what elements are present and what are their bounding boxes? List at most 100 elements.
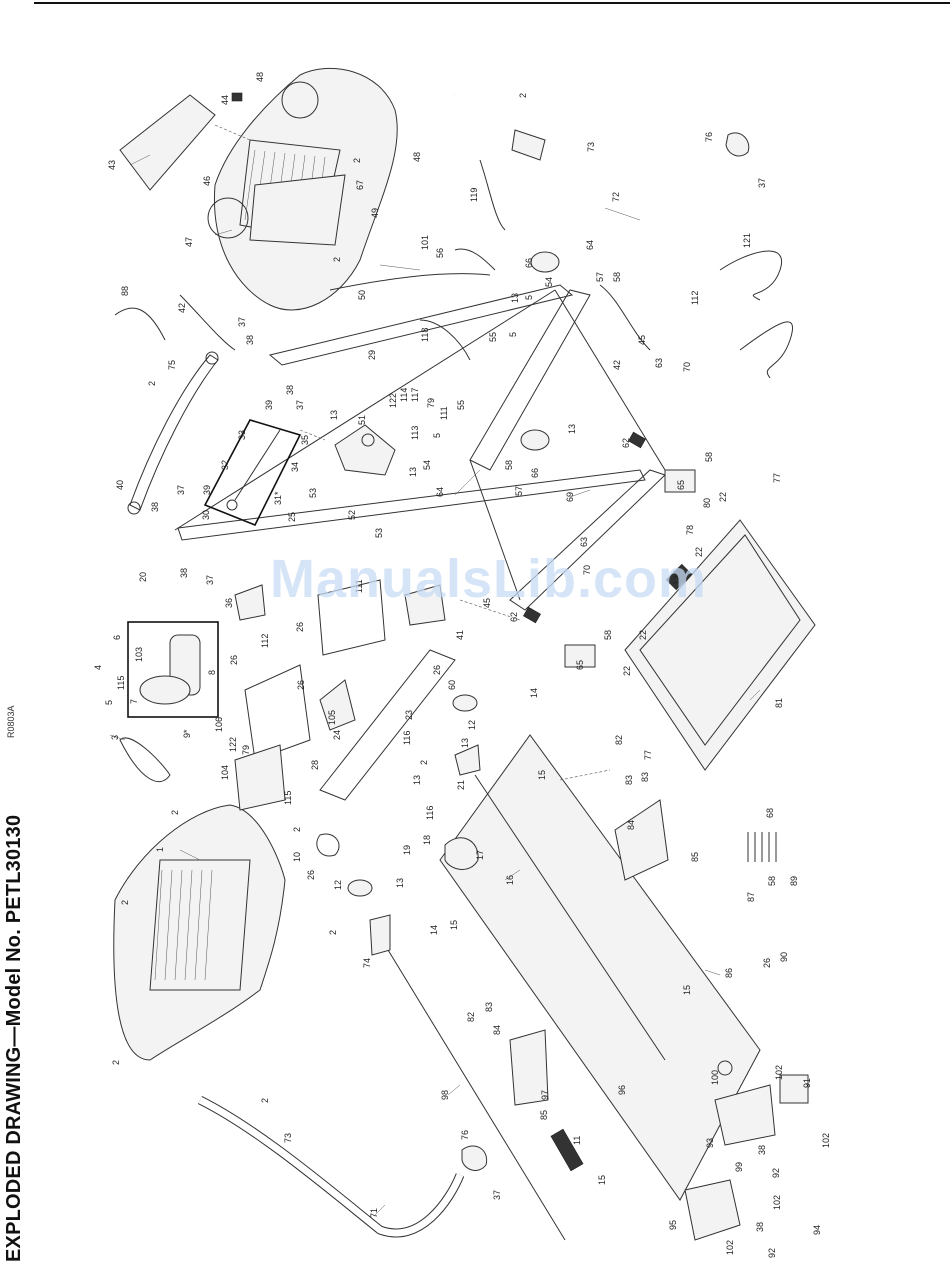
tray-85-upper: [614, 799, 669, 881]
callout-17: 17: [475, 850, 485, 860]
callout-113: 113: [410, 426, 420, 440]
callout-40: 40: [115, 480, 125, 490]
callout-13d: 13: [408, 467, 418, 477]
callout-22b: 22: [694, 547, 704, 557]
callout-26c: 26: [432, 665, 442, 675]
callout-122: 122: [388, 393, 398, 408]
callout-14: 14: [529, 688, 539, 698]
callout-2: 2: [352, 158, 362, 163]
callout-43: 43: [107, 160, 117, 170]
callout-62b: 62: [509, 612, 519, 622]
wheel-66-upper: [530, 251, 560, 273]
callout-65: 65: [676, 480, 686, 490]
callout-63: 63: [654, 358, 664, 368]
callout-111: 111: [439, 406, 449, 420]
callout-72: 72: [611, 192, 621, 202]
callout-76: 76: [704, 132, 714, 142]
controller-104: [234, 744, 286, 811]
foot-65-upper: [664, 469, 696, 493]
callout-45b: 45: [482, 598, 492, 608]
wire-88: [114, 307, 166, 341]
callout-82: 82: [614, 735, 624, 745]
wire-42: [179, 294, 236, 351]
callout-52: 52: [347, 510, 357, 520]
callout-44: 44: [220, 95, 230, 105]
decal-11: [550, 1128, 584, 1172]
callout-85b: 85: [539, 1110, 549, 1120]
callout-81: 81: [774, 698, 784, 708]
callout-13: 13: [510, 293, 520, 303]
callout-11: 11: [572, 1136, 582, 1145]
callout-5b: 5: [508, 332, 518, 337]
callout-12b: 12: [333, 880, 343, 890]
callout-38c: 38: [150, 502, 160, 512]
callout-labels: 44 48 43 46 47 2 67 48 49 101 2 50 56 11…: [93, 72, 831, 1258]
callout-2c: 2: [518, 93, 528, 98]
callout-34: 34: [290, 462, 300, 472]
callout-115: 115: [116, 676, 126, 690]
callout-99: 99: [734, 1162, 744, 1172]
callout-13e: 13: [460, 738, 470, 748]
callout-13b: 13: [329, 410, 339, 420]
callout-94: 94: [812, 1225, 822, 1235]
incline-motor: [334, 424, 396, 476]
callout-2g: 2: [292, 827, 302, 832]
callout-8: 8: [207, 670, 217, 675]
callout-22: 22: [718, 492, 728, 502]
handrail-right: [453, 91, 750, 237]
callout-37b: 37: [237, 317, 247, 327]
callout-18: 18: [422, 835, 432, 845]
rail-98: [384, 944, 566, 1241]
callout-101: 101: [420, 235, 430, 250]
callout-68: 68: [765, 808, 775, 818]
callout-64b: 64: [435, 487, 445, 497]
foot-65-lower: [564, 644, 596, 668]
callout-38d: 38: [179, 568, 189, 578]
callout-91: 91: [802, 1078, 812, 1088]
callout-74: 74: [362, 958, 372, 968]
motor-mount-24: [319, 679, 356, 731]
callout-35: 35: [300, 435, 310, 445]
callout-55b: 55: [456, 400, 466, 410]
callout-30: 30: [201, 510, 211, 520]
callout-82b: 82: [466, 1012, 476, 1022]
callout-2d: 2: [147, 381, 157, 386]
handrail-left: [197, 1095, 488, 1238]
callout-57b: 57: [514, 486, 524, 496]
bracket-111: [317, 579, 386, 656]
callout-2k: 2: [260, 1098, 270, 1103]
misc-parts: [234, 579, 733, 1106]
callout-57: 57: [595, 272, 605, 282]
callout-64: 64: [585, 240, 595, 250]
callout-102: 102: [774, 1065, 784, 1080]
callout-48b: 48: [412, 152, 422, 162]
callout-46: 46: [202, 176, 212, 186]
wheel-66-lower: [520, 429, 550, 451]
callout-122b: 122: [228, 737, 238, 752]
callout-15c: 15: [682, 985, 692, 995]
callout-65b: 65: [575, 660, 585, 670]
callout-95: 95: [668, 1220, 678, 1230]
callout-63b: 63: [579, 537, 589, 547]
callout-116: 116: [402, 731, 412, 745]
callout-83b: 83: [640, 772, 650, 782]
callout-77b: 77: [643, 750, 653, 760]
endcap-76-upper: [725, 132, 750, 157]
callout-93: 93: [705, 1138, 715, 1148]
frame-60: [319, 649, 456, 801]
rail-16: [474, 774, 666, 1061]
base-rail-upper: [469, 289, 591, 471]
main-frame: [624, 519, 816, 771]
callout-36: 36: [224, 598, 234, 608]
callout-24: 24: [332, 730, 342, 740]
callout-42b: 42: [177, 303, 187, 313]
callout-2b: 2: [332, 257, 342, 262]
callout-45: 45: [637, 335, 647, 345]
callout-80: 80: [702, 498, 712, 508]
power-cords: [599, 250, 794, 379]
callout-79b: 79: [241, 745, 251, 755]
callout-121: 121: [742, 233, 752, 248]
bracket-74: [369, 914, 391, 956]
callout-37c: 37: [295, 400, 305, 410]
